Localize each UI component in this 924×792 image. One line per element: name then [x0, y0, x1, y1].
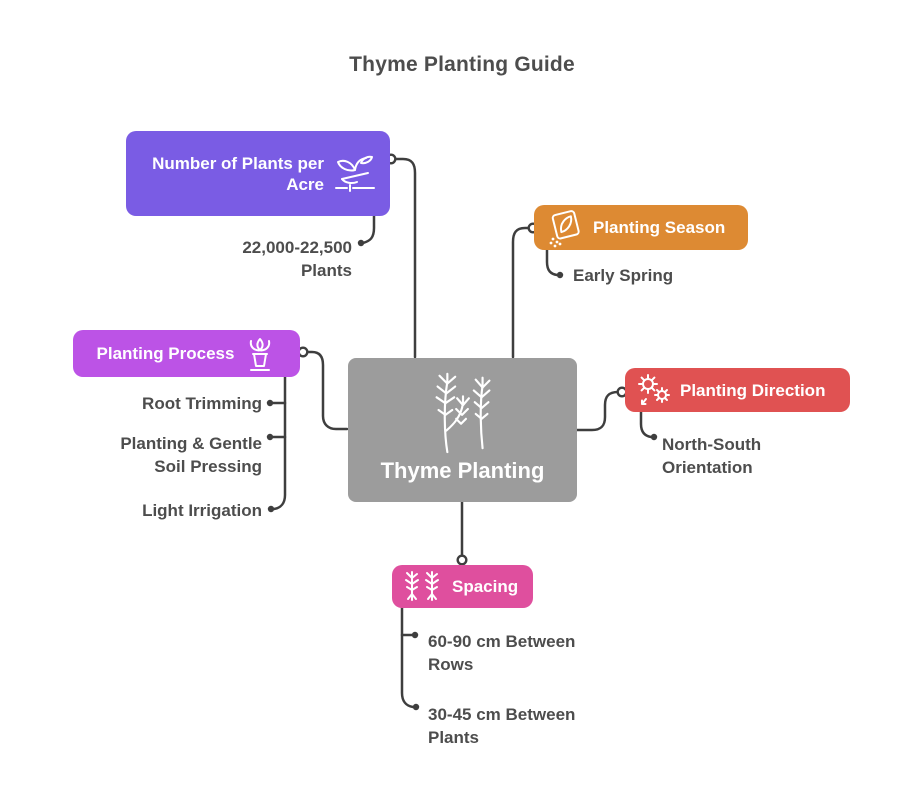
link-season-center — [511, 226, 531, 359]
value-spacing: 30-45 cm Between Plants — [428, 705, 576, 747]
center-node-label: Thyme Planting — [380, 458, 545, 483]
link-process-center — [305, 350, 349, 431]
center-node-thyme-planting: Thyme Planting — [348, 358, 577, 502]
sprout-in-hand-icon — [335, 155, 375, 192]
link-direction-center — [575, 390, 620, 432]
value-spacing: 60-90 cm Between Rows — [428, 632, 576, 674]
node-planting-season: Planting Season — [534, 205, 748, 250]
node-spacing: Spacing — [392, 565, 533, 608]
process-step: Planting & Gentle Soil Pressing — [120, 434, 262, 476]
link-acre-value — [361, 214, 376, 245]
potted-plant-icon — [250, 337, 271, 371]
link-direction-value — [639, 410, 653, 439]
value-planting-direction: North-South Orientation — [662, 435, 762, 477]
page-title: Thyme Planting Guide — [349, 53, 575, 76]
node-plants-per-acre: Number of Plants per Acre — [126, 131, 390, 216]
node-planting-direction-label: Planting Direction — [680, 380, 826, 400]
link-season-value — [545, 248, 559, 277]
process-step: Light Irrigation — [142, 501, 262, 520]
process-step: Root Trimming — [142, 394, 262, 413]
node-planting-season-label: Planting Season — [593, 218, 726, 237]
node-plants-per-acre-label: Number of Plants per Acre — [152, 153, 324, 194]
node-planting-process-label: Planting Process — [96, 344, 235, 363]
link-spacing-rail — [400, 606, 415, 709]
link-process-rail — [272, 375, 287, 511]
node-spacing-label: Spacing — [452, 577, 519, 596]
value-plants-per-acre: 22,000-22,500 Plants — [242, 238, 352, 280]
node-planting-direction: Planting Direction — [625, 368, 850, 412]
seed-packet-icon — [549, 209, 580, 247]
connector-end-dots — [266, 239, 658, 711]
thyme-sprigs-icon — [435, 372, 490, 454]
node-planting-process: Planting Process — [73, 330, 300, 377]
sun-flowers-icon — [638, 374, 670, 405]
link-acre-center — [393, 157, 417, 359]
value-planting-season: Early Spring — [573, 266, 674, 285]
spaced-plants-icon — [405, 570, 439, 601]
